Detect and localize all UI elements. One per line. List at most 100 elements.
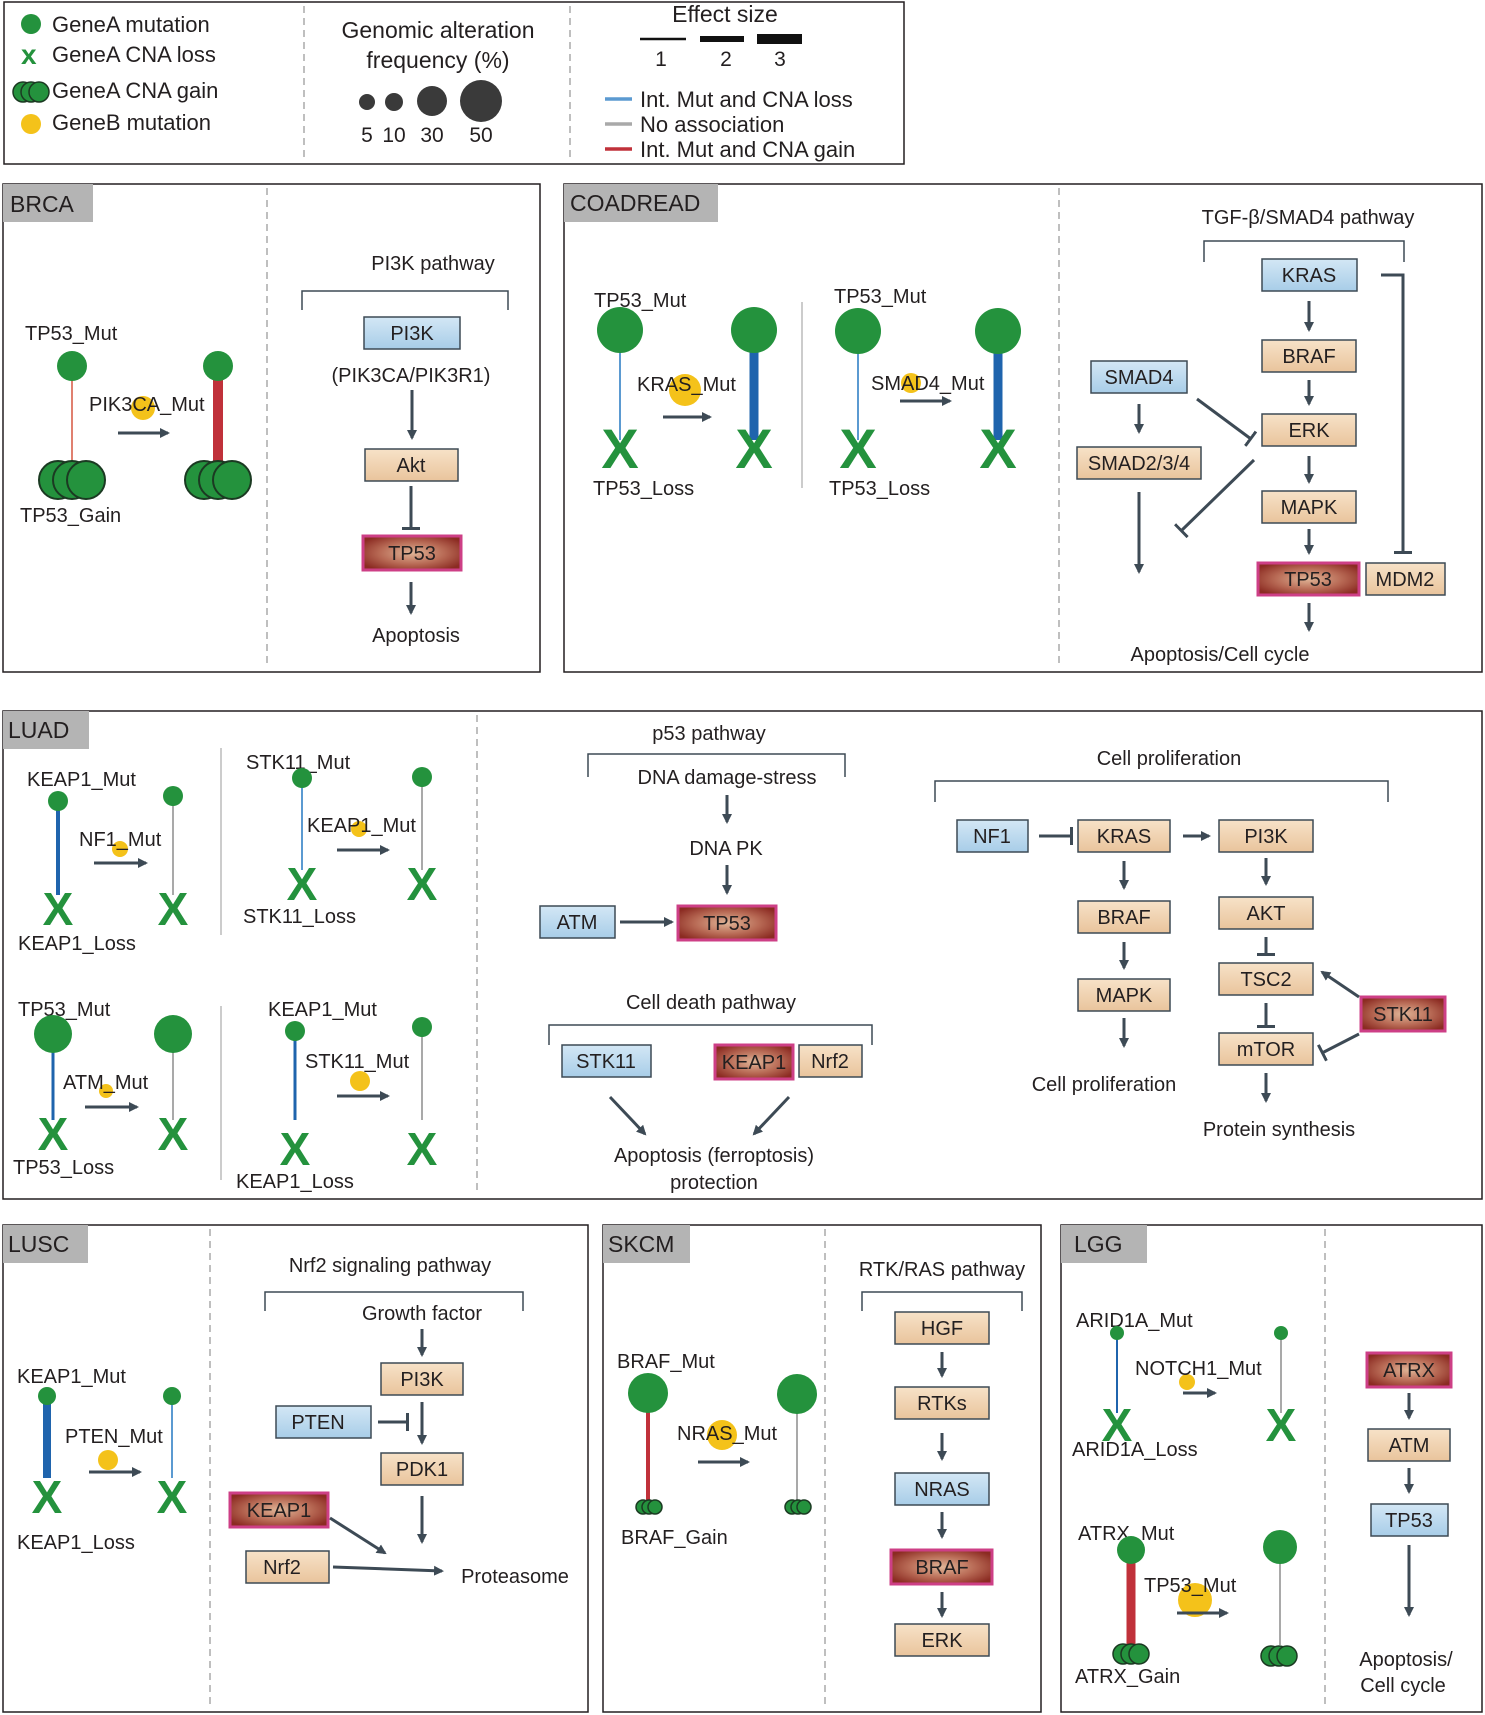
gene-box-smad234	[1076, 446, 1202, 480]
mutation-node	[597, 307, 643, 353]
cna-gain-node	[184, 460, 252, 500]
mutation-node	[38, 1387, 56, 1405]
mutation-node	[835, 308, 881, 354]
cna-loss-node: X	[43, 883, 74, 935]
gene-label: ARID1A_Mut	[1076, 1310, 1193, 1332]
gene-box-tp53	[1256, 561, 1361, 597]
effect-title: Effect size	[672, 1, 778, 27]
gene-box-pi3k	[380, 1362, 464, 1396]
geneb-node	[112, 841, 128, 857]
cna-gain-node	[1112, 1643, 1150, 1665]
gene-label: TP53_Loss	[593, 478, 694, 500]
gene-box-label: NRAS	[914, 1479, 970, 1501]
gene-box-kras	[1077, 819, 1171, 853]
mutation-node	[1263, 1530, 1297, 1564]
legend-label: GeneA mutation	[52, 12, 210, 37]
effect-value: 3	[774, 48, 786, 71]
pathway-title: Cell death pathway	[626, 992, 796, 1014]
gene-box-label: TP53	[388, 543, 436, 565]
gene-box-label: Akt	[397, 455, 426, 477]
gene-box-label: BRAF	[1282, 346, 1335, 368]
gene-label: SMAD4_Mut	[871, 373, 985, 395]
pathway-title: p53 pathway	[652, 723, 765, 745]
geneb-node	[1178, 1583, 1212, 1617]
pathway-title: TGF-β/SMAD4 pathway	[1202, 207, 1415, 229]
gene-box-label: KRAS	[1282, 265, 1336, 287]
mutation-node	[163, 786, 183, 806]
panel-lgg: LGG ARID1A_Mut X ARID1A_Loss NOTCH1_Mut …	[1060, 1224, 1483, 1713]
gene-label: KEAP1_Loss	[17, 1532, 135, 1554]
gene-box-keap1	[228, 1491, 330, 1529]
gene-box-keap1	[713, 1043, 795, 1081]
gene-label: TP53_Gain	[20, 505, 121, 527]
gene-box-mdm2	[1365, 562, 1446, 596]
gene-box-label: KRAS	[1097, 826, 1151, 848]
freq-dot	[417, 86, 447, 116]
gene-label: TP53_Loss	[13, 1157, 114, 1179]
gene-label: ATRX_Mut	[1078, 1523, 1175, 1545]
freq-value: 30	[420, 124, 443, 147]
gene-box-label: BRAF	[1097, 907, 1150, 929]
gene-box-label: KEAP1	[722, 1052, 786, 1074]
cna-loss-node: X	[157, 1471, 188, 1523]
gene-box-mapk	[1261, 490, 1357, 524]
pathway-text: Growth factor	[362, 1303, 482, 1325]
cna-loss-icon: x	[21, 39, 37, 70]
mutation-node	[57, 351, 87, 381]
pathway-outcome: protection	[670, 1172, 758, 1194]
pathway-title: Nrf2 signaling pathway	[289, 1255, 491, 1277]
gene-box-atrx	[1365, 1351, 1453, 1389]
geneb-node	[351, 821, 367, 837]
gene-box-label: MDM2	[1376, 569, 1435, 591]
panel-skcm: SKCM BRAF_Mut BRAF_Gain NRAS_Mut RTK/RAS…	[602, 1224, 1042, 1713]
gene-box-label: AKT	[1247, 903, 1286, 925]
mutation-node	[34, 1015, 72, 1053]
freq-value: 10	[382, 124, 405, 147]
freq-dot	[385, 93, 403, 111]
cna-loss-node: X	[407, 858, 438, 910]
geneb-mutation-icon	[21, 114, 41, 134]
mutation-node	[412, 1017, 432, 1037]
gene-box-label: RTKs	[917, 1393, 967, 1415]
freq-dot	[460, 80, 502, 122]
gene-label: NRAS_Mut	[677, 1423, 777, 1445]
gene-label: TP53_Mut	[834, 286, 927, 308]
gene-box-mapk	[1077, 978, 1171, 1012]
mutation-node	[163, 1387, 181, 1405]
gene-box-erk	[894, 1623, 990, 1657]
geneb-node	[1179, 1374, 1195, 1390]
mutation-node	[1117, 1536, 1145, 1564]
gene-box-nras	[894, 1472, 990, 1506]
cna-loss-node: X	[280, 1123, 311, 1175]
gene-box-atm	[539, 905, 616, 939]
pathway-outcome: Apoptosis/Cell cycle	[1131, 644, 1310, 666]
gene-label: ATRX_Gain	[1075, 1666, 1180, 1688]
cna-gain-node	[784, 1499, 812, 1515]
gene-label: BRAF_Mut	[617, 1351, 715, 1373]
cna-loss-node: X	[1266, 1399, 1297, 1451]
gene-box-label: NF1	[973, 826, 1011, 848]
gene-box-label: SMAD4	[1105, 367, 1174, 389]
geneb-node	[99, 1084, 113, 1098]
gene-label: PIK3CA_Mut	[89, 394, 205, 416]
pathway-text: DNA PK	[689, 838, 763, 860]
gene-box-hgf	[894, 1311, 990, 1345]
legend: GeneA mutation x GeneA CNA loss GeneA CN…	[3, 1, 905, 165]
pathway-outcome: Proteasome	[461, 1566, 569, 1588]
gene-box-tp53	[361, 534, 463, 572]
panel-brca: BRCA TP53_Mut TP53_Gain PIK3CA_Mut PI3K …	[2, 183, 541, 673]
gene-box-pten	[275, 1405, 372, 1439]
panel-title: LUSC	[8, 1231, 69, 1257]
pathway-outcome: Apoptosis (ferroptosis)	[614, 1145, 814, 1167]
freq-title: frequency (%)	[366, 47, 509, 73]
gene-label: KEAP1_Mut	[27, 769, 136, 791]
mutation-node	[292, 768, 312, 788]
pathway-subtitle: (PIK3CA/PIK3R1)	[332, 365, 491, 387]
pathway-outcome: Apoptosis/	[1359, 1649, 1453, 1671]
geneb-node	[98, 1450, 118, 1470]
gene-label: PTEN_Mut	[65, 1426, 163, 1448]
line-legend-label: Int. Mut and CNA gain	[640, 137, 855, 162]
gene-box-label: ATM	[1389, 1435, 1430, 1457]
cna-gain-node	[38, 460, 106, 500]
gene-label: STK11_Mut	[305, 1051, 410, 1073]
